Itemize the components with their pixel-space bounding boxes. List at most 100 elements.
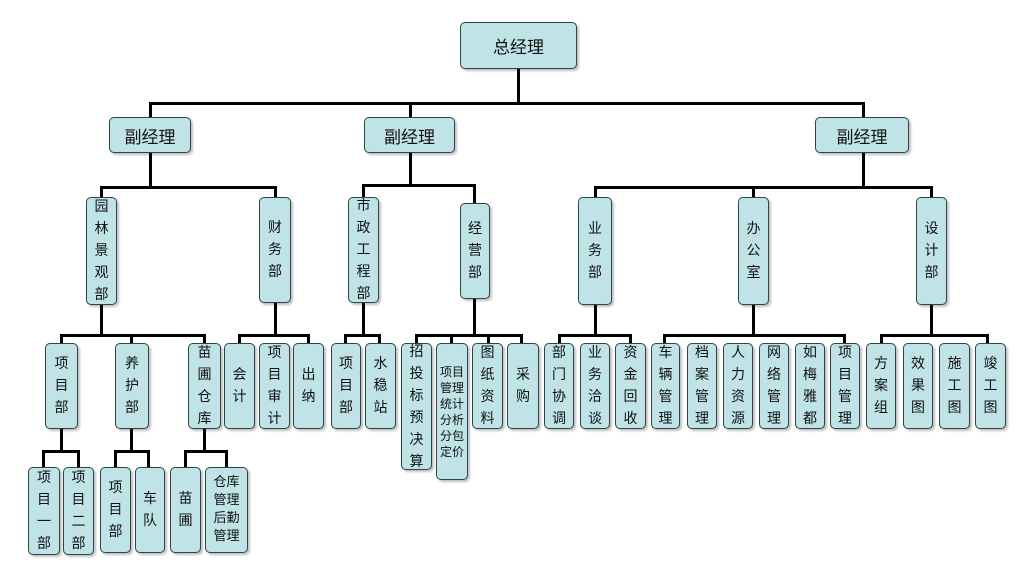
connector — [362, 184, 365, 198]
ops-project-mgmt-label: 项目 管理 统计 分析 分包 定价 — [439, 364, 464, 459]
project-one-label: 项目一部 — [37, 470, 51, 552]
dept-operations-label: 经营部 — [468, 221, 482, 281]
landscape-project-box: 项目部 — [45, 343, 78, 429]
connector — [594, 186, 933, 189]
connector — [558, 334, 561, 344]
finance-audit-box: 项目审计 — [259, 343, 290, 429]
design-scheme-box: 方案组 — [866, 343, 896, 429]
connector — [843, 334, 846, 344]
maintenance-fleet-box: 车队 — [135, 467, 165, 553]
connector — [130, 334, 133, 344]
ops-purchasing-label: 采购 — [516, 367, 530, 405]
deputy-manager-label: 副经理 — [384, 127, 435, 148]
dept-finance-box: 财务部 — [259, 197, 291, 303]
dept-operations-box: 经营部 — [460, 203, 490, 299]
nursery-box: 苗圃 — [170, 467, 201, 553]
connector — [930, 186, 933, 198]
connector — [378, 334, 381, 344]
connector — [663, 334, 666, 344]
general-manager-label: 总经理 — [493, 38, 544, 58]
connector — [473, 184, 476, 204]
dept-municipal-label: 市政工程部 — [356, 198, 371, 302]
warehouse-logistics-label: 仓库 管理 后勤 管理 — [213, 475, 240, 544]
dept-office-label: 办公室 — [746, 221, 761, 281]
connector — [450, 334, 453, 344]
dept-business-label: 业务部 — [588, 221, 602, 281]
connector — [594, 186, 597, 198]
office-project-mgmt-label: 项目管理 — [838, 345, 852, 427]
finance-cashier-label: 出纳 — [301, 367, 316, 405]
office-vehicles-box: 车辆管理 — [651, 343, 680, 429]
connector — [225, 450, 228, 468]
connector — [594, 304, 597, 336]
ops-project-mgmt-box: 项目 管理 统计 分析 分包 定价 — [436, 343, 468, 480]
connector — [409, 152, 412, 186]
connector — [114, 450, 150, 453]
connector — [517, 68, 520, 103]
connector — [42, 450, 80, 453]
maintenance-project-box: 项目部 — [100, 467, 131, 553]
connector — [880, 334, 883, 344]
design-construction-box: 施工图 — [939, 343, 970, 429]
ops-drawings-box: 图纸资料 — [472, 343, 503, 429]
connector — [149, 102, 152, 118]
design-renderings-label: 效果图 — [911, 356, 925, 416]
deputy-manager-middle-box: 副经理 — [364, 117, 455, 153]
connector — [149, 102, 865, 105]
connector — [362, 184, 476, 187]
dept-business-box: 业务部 — [578, 197, 612, 305]
office-project-mgmt-box: 项目管理 — [830, 343, 860, 429]
office-archives-box: 档案管理 — [687, 343, 717, 429]
dept-design-label: 设计部 — [924, 221, 939, 281]
biz-negotiation-label: 业务洽谈 — [588, 345, 602, 427]
connector — [307, 334, 310, 344]
connector — [415, 334, 418, 344]
maintenance-project-label: 项目部 — [108, 480, 123, 540]
connector — [409, 102, 412, 118]
connector — [184, 450, 228, 453]
design-scheme-label: 方案组 — [874, 356, 888, 416]
connector — [42, 450, 45, 468]
connector — [60, 428, 63, 452]
finance-cashier-box: 出纳 — [293, 343, 324, 429]
connector — [100, 304, 103, 336]
office-network-label: 网络管理 — [767, 345, 781, 427]
dept-office-box: 办公室 — [738, 197, 769, 305]
connector — [986, 334, 989, 344]
connector — [473, 298, 476, 336]
project-one-box: 项目一部 — [28, 467, 60, 555]
general-manager-box: 总经理 — [460, 22, 577, 69]
deputy-manager-right-box: 副经理 — [815, 117, 909, 153]
maintenance-fleet-label: 车队 — [143, 491, 157, 529]
design-asbuilt-box: 竣工图 — [975, 343, 1006, 429]
finance-accounting-box: 会计 — [224, 343, 255, 429]
connector — [862, 102, 865, 118]
design-construction-label: 施工图 — [947, 356, 962, 416]
connector — [930, 304, 933, 336]
deputy-manager-label: 副经理 — [836, 127, 888, 148]
municipal-water-box: 水稳站 — [365, 343, 396, 429]
biz-coordination-box: 部门协调 — [544, 343, 574, 429]
project-two-box: 项目二部 — [63, 467, 94, 555]
connector — [60, 334, 206, 337]
connector — [203, 334, 206, 344]
connector — [238, 334, 310, 337]
connector — [203, 428, 206, 452]
finance-audit-label: 项目审计 — [267, 345, 282, 427]
connector — [238, 334, 241, 344]
landscape-maintenance-label: 养护部 — [125, 356, 139, 416]
connector — [663, 334, 846, 337]
connector — [184, 450, 187, 468]
landscape-nursery-warehouse-label: 苗圃仓库 — [197, 345, 212, 427]
dept-finance-label: 财务部 — [268, 220, 282, 280]
biz-negotiation-box: 业务洽谈 — [580, 343, 610, 429]
warehouse-logistics-box: 仓库 管理 后勤 管理 — [205, 467, 248, 553]
connector — [114, 450, 117, 468]
deputy-manager-left-box: 副经理 — [109, 117, 191, 153]
connector — [629, 334, 632, 344]
connector — [77, 450, 80, 468]
connector — [487, 334, 490, 344]
ops-purchasing-box: 采购 — [507, 343, 539, 429]
connector — [100, 186, 103, 198]
